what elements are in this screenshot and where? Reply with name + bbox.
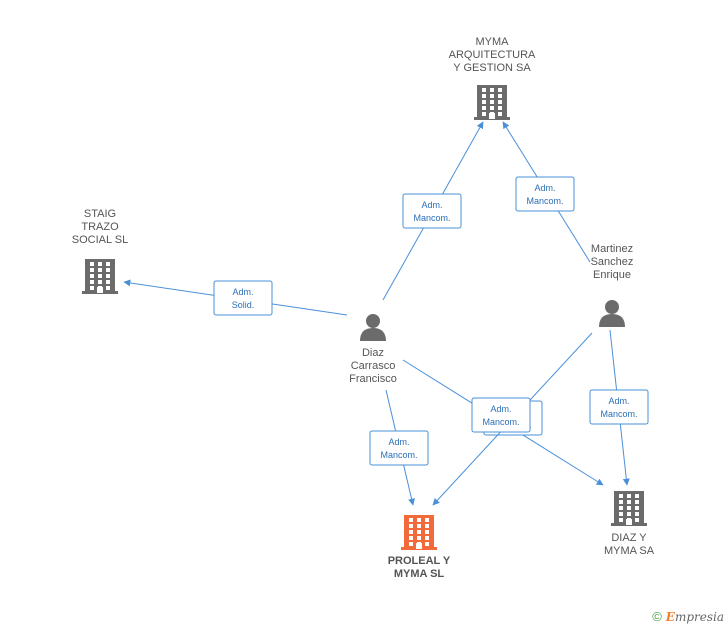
relation-label-box[interactable] — [589, 389, 649, 425]
edge-e3: Adm. Solid. — [123, 279, 348, 316]
relation-label-box[interactable] — [515, 176, 575, 212]
building-icon[interactable] — [82, 259, 118, 294]
node-label: STAIG — [84, 208, 116, 220]
relation-label-box[interactable] — [471, 397, 531, 433]
node-label: DIAZ Y — [611, 532, 647, 544]
relation-label-text: Mancom. — [380, 450, 417, 460]
node-label: ARQUITECTURA — [449, 49, 536, 61]
node-label: TRAZO — [81, 221, 119, 233]
node-label: MYMA — [476, 36, 510, 48]
edge-e2: Adm. Mancom. — [502, 121, 591, 263]
building-icon[interactable] — [611, 491, 647, 526]
relation-label-text: Adm. — [388, 437, 409, 447]
person-icon[interactable] — [599, 300, 625, 327]
node-label: Diaz — [362, 347, 384, 359]
relation-label-text: Mancom. — [526, 196, 563, 206]
edge-e6: Adm. Mancom. — [432, 332, 593, 506]
copyright-symbol: © — [652, 609, 662, 624]
building-icon[interactable] — [474, 85, 510, 120]
edges-layer: Adm. Mancom. Adm. Mancom. Adm. Solid. Adm. Manc… — [123, 121, 649, 506]
node-label: MYMA SA — [604, 545, 655, 557]
node-label: MYMA SL — [394, 568, 445, 580]
relation-label-box[interactable] — [213, 280, 273, 316]
relation-label-text: Adm. — [534, 183, 555, 193]
footer-brand: ©Empresia — [652, 609, 724, 624]
relation-label-text: Adm. — [232, 287, 253, 297]
relation-label-text: Mancom. — [600, 409, 637, 419]
relation-label-text: Adm. — [490, 404, 511, 414]
relation-label-box[interactable] — [369, 430, 429, 466]
node-label: Y GESTION SA — [453, 62, 531, 74]
edge-e7: Adm. Mancom. — [589, 329, 649, 486]
relation-label-text: Mancom. — [482, 417, 519, 427]
edge-e4: Adm. Mancom. — [369, 389, 429, 506]
node-label: Carrasco — [351, 360, 396, 372]
node-label: PROLEAL Y — [388, 555, 451, 567]
building-icon[interactable] — [401, 515, 437, 550]
person-icon[interactable] — [360, 314, 386, 341]
node-label: Francisco — [349, 373, 397, 385]
relation-label-text: Adm. — [608, 396, 629, 406]
edge-e1: Adm. Mancom. — [382, 121, 484, 301]
relation-label-box[interactable] — [402, 193, 462, 229]
relation-label-text: Mancom. — [413, 213, 450, 223]
relation-label-text: Adm. — [421, 200, 442, 210]
node-label: Enrique — [593, 269, 631, 281]
brand-logo[interactable]: Empresia — [665, 610, 724, 624]
relation-label-text: Solid. — [232, 300, 255, 310]
node-label: SOCIAL SL — [72, 234, 128, 246]
node-label: Sanchez — [591, 256, 634, 268]
node-label: Martinez — [591, 243, 633, 255]
